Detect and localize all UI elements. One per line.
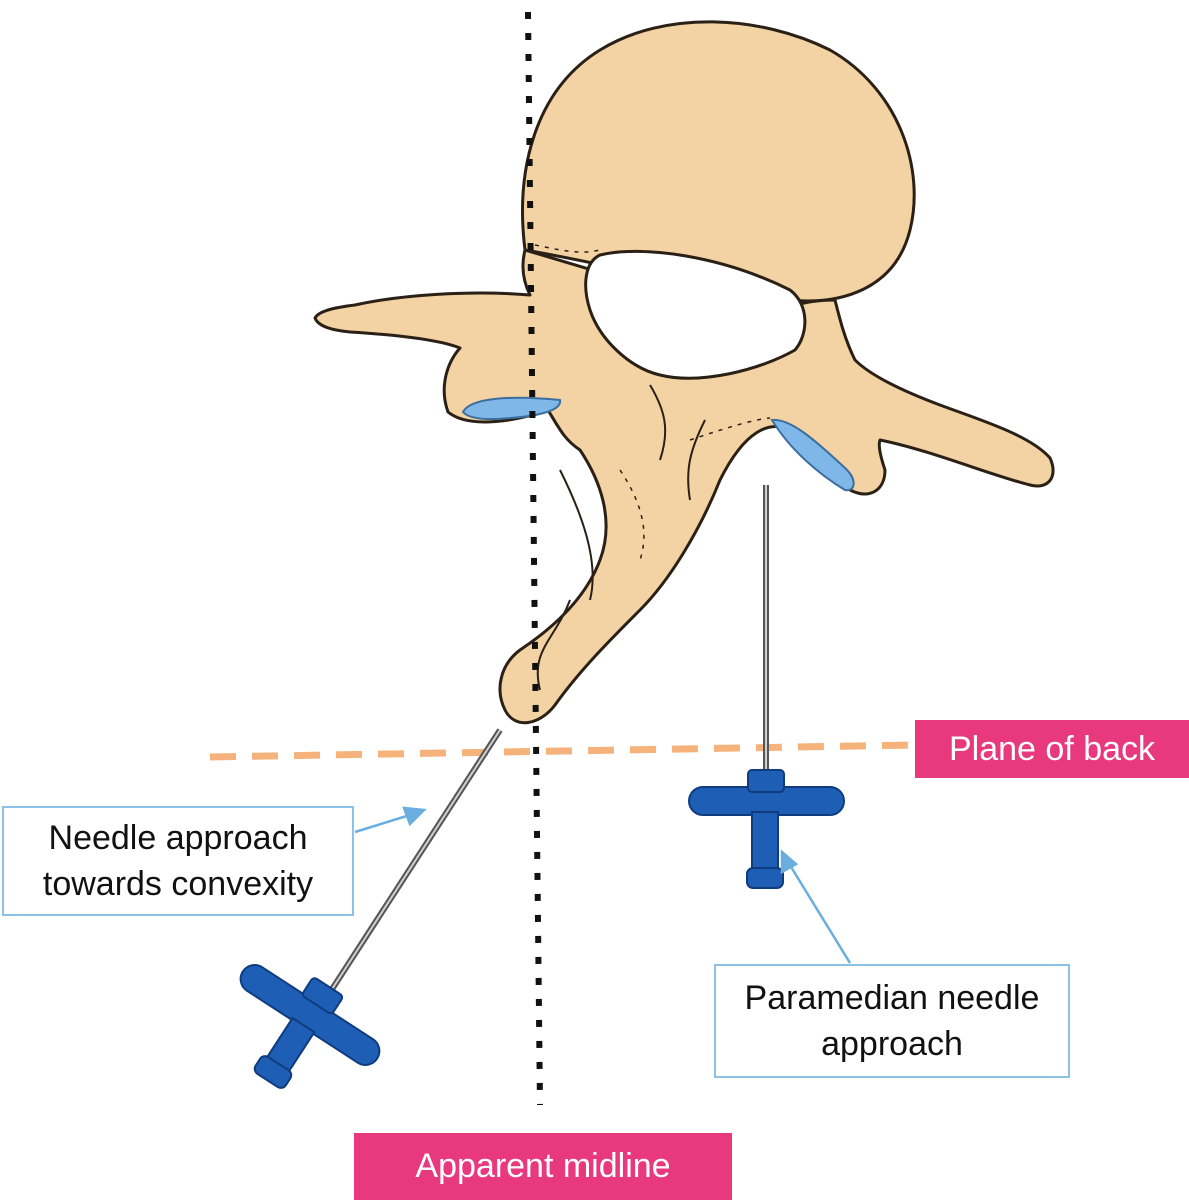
bone-texture	[534, 244, 771, 561]
paramedian-needle	[688, 485, 845, 889]
vertebra	[313, 20, 1055, 725]
paramedian-callout: Paramedian needle approach	[714, 964, 1070, 1078]
apparent-midline-label: Apparent midline	[415, 1147, 671, 1185]
vertebral-foramen	[584, 249, 807, 380]
left-facet	[461, 396, 562, 421]
needle-convexity-line1: Needle approach	[48, 819, 308, 857]
right-facet	[770, 418, 855, 492]
paramedian-line1: Paramedian needle	[744, 979, 1040, 1017]
needle-convexity-line2: towards convexity	[42, 865, 314, 903]
lamina-contour	[536, 384, 706, 691]
apparent-midline-tag: Apparent midline	[354, 1133, 732, 1200]
needle-convexity-callout: Needle approach towards convexity	[2, 806, 354, 916]
convexity-needle	[239, 728, 503, 1089]
apparent-midline-line	[525, 11, 543, 1106]
plane-of-back-label: Plane of back	[948, 729, 1156, 768]
plane-of-back-line	[209, 741, 916, 761]
posterior-arch	[313, 248, 1055, 725]
plane-of-back-tag: Plane of back	[915, 720, 1189, 778]
vertebral-body	[521, 20, 916, 303]
callout-arrows	[354, 806, 852, 964]
paramedian-line2: approach	[821, 1025, 963, 1063]
